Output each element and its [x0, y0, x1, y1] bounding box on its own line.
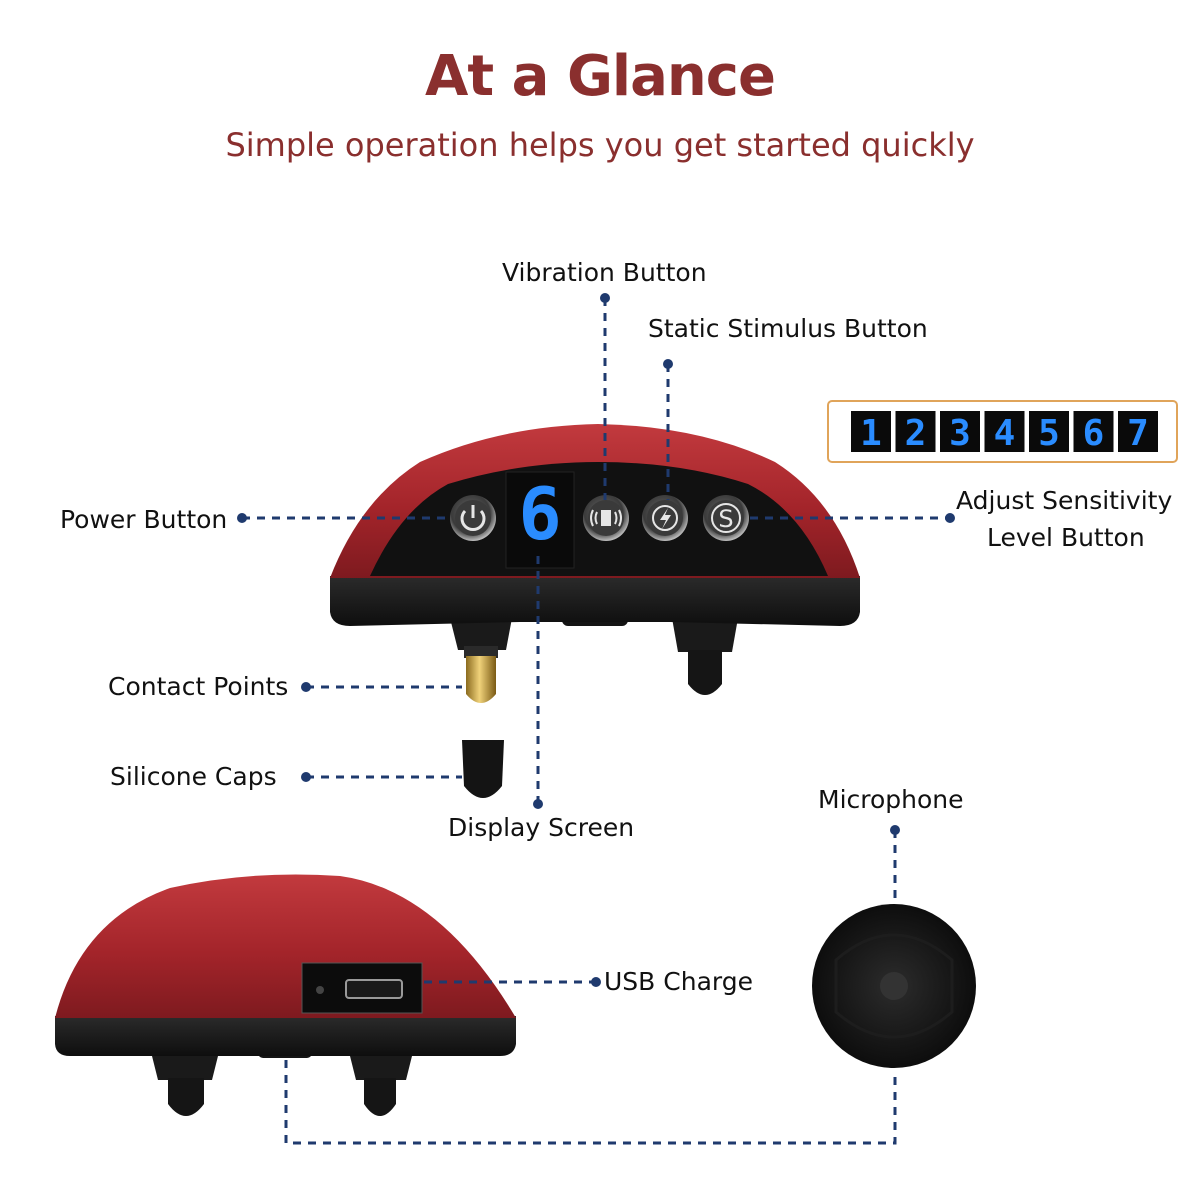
label-static-stimulus-button: Static Stimulus Button [648, 314, 928, 343]
level-cell [940, 411, 980, 452]
display-digit: 6 [518, 472, 561, 556]
static-stimulus-button[interactable] [642, 495, 688, 541]
level-cell [851, 411, 891, 452]
level-cell [1118, 411, 1158, 452]
level-digit: 7 [1127, 413, 1149, 454]
label-adjust-sensitivity-line2: Level Button [987, 523, 1145, 552]
power-icon [460, 509, 486, 531]
bottom-prong-left [150, 1048, 220, 1116]
level-digit: 5 [1038, 413, 1060, 454]
microphone-hole [880, 972, 908, 1000]
label-silicone-caps: Silicone Caps [110, 762, 277, 791]
level-cell [1073, 411, 1114, 452]
label-power-button: Power Button [60, 505, 228, 534]
bottom-device-shell [55, 874, 516, 1018]
usb-port[interactable] [301, 962, 423, 1014]
page-subtitle: Simple operation helps you get started q… [225, 126, 975, 164]
level-cell [984, 411, 1025, 452]
label-vibration-button: Vibration Button [502, 258, 707, 287]
top-device: 6 [330, 424, 860, 703]
power-button[interactable] [450, 495, 496, 541]
left-contact-prong [450, 618, 512, 703]
led-indicator [316, 986, 324, 994]
level-digit: 2 [905, 413, 927, 454]
leader-dots [237, 293, 955, 987]
bottom-prong-right [348, 1048, 414, 1116]
vibration-icon [590, 509, 622, 527]
s-icon: S [718, 505, 733, 533]
bottom-device [55, 874, 516, 1116]
microphone-closeup [812, 904, 976, 1068]
level-cell [1029, 411, 1069, 452]
label-display-screen: Display Screen [448, 813, 635, 842]
silicone-cap [462, 740, 504, 798]
sensitivity-button[interactable]: S [703, 495, 749, 541]
level-digit: 4 [994, 413, 1016, 454]
usb-icon [345, 979, 403, 999]
level-digit: 1 [860, 413, 882, 454]
bottom-device-base [55, 1016, 516, 1056]
device-base [330, 576, 860, 626]
label-microphone: Microphone [818, 785, 964, 814]
right-contact-prong [672, 618, 738, 695]
level-cell [895, 411, 936, 452]
label-usb-charge: USB Charge [604, 967, 753, 996]
page-title: At a Glance [425, 44, 776, 109]
display-screen [505, 471, 575, 569]
vibration-button[interactable] [583, 495, 629, 541]
level-digit: 6 [1083, 413, 1105, 454]
label-contact-points: Contact Points [108, 672, 289, 701]
leader-lines [242, 298, 950, 1145]
level-digit: 3 [949, 413, 971, 454]
lightning-icon [660, 508, 671, 529]
label-adjust-sensitivity-line1: Adjust Sensitivity [956, 486, 1173, 515]
